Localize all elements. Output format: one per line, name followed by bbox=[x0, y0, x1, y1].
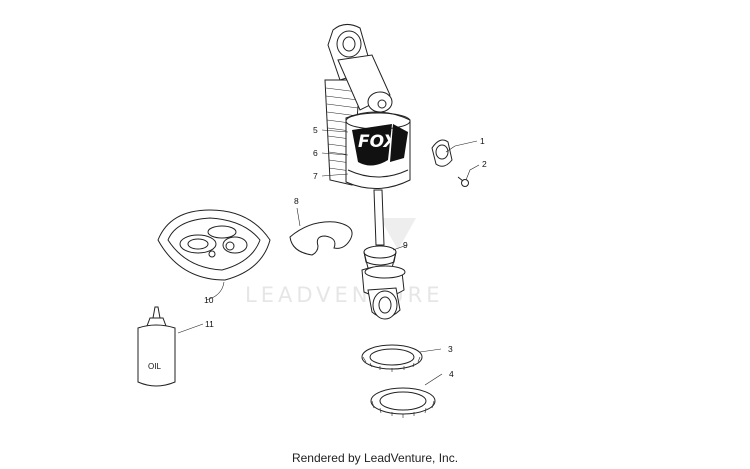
callout-9: 9 bbox=[403, 240, 408, 250]
callout-3: 3 bbox=[448, 344, 453, 354]
callout-10: 10 bbox=[204, 295, 214, 305]
leader-lines bbox=[177, 129, 480, 386]
callout-7: 7 bbox=[313, 171, 318, 181]
callout-6: 6 bbox=[313, 148, 318, 158]
watermark-logo: LEADVENTURE bbox=[245, 218, 444, 307]
part-4-adjuster-nut bbox=[370, 387, 436, 418]
callout-2: 2 bbox=[482, 159, 487, 169]
part-1-adjuster-knob bbox=[431, 139, 453, 167]
part-2-screw bbox=[457, 176, 469, 187]
part-11-oil-bottle: OIL bbox=[137, 306, 176, 387]
watermark-text: LEADVENTURE bbox=[245, 283, 444, 307]
callout-4: 4 bbox=[449, 369, 454, 379]
fox-logo: FOX bbox=[352, 124, 408, 166]
fox-logo-text: FOX bbox=[358, 132, 397, 152]
part-3-lock-ring bbox=[361, 344, 423, 372]
callout-11: 11 bbox=[205, 319, 214, 329]
oil-bottle-label: OIL bbox=[148, 362, 161, 371]
part-9-spring-collar bbox=[363, 245, 397, 266]
part-10-seal-kit bbox=[157, 209, 271, 281]
shock-absorber: FOX bbox=[324, 24, 411, 320]
part-8-retaining-clip bbox=[289, 221, 353, 256]
callout-5: 5 bbox=[313, 125, 318, 135]
callout-numbers: 1 2 3 4 5 6 7 8 9 10 11 bbox=[204, 125, 487, 379]
callout-8: 8 bbox=[294, 196, 299, 206]
footer-credit: Rendered by LeadVenture, Inc. bbox=[291, 451, 459, 465]
callout-1: 1 bbox=[480, 136, 485, 146]
